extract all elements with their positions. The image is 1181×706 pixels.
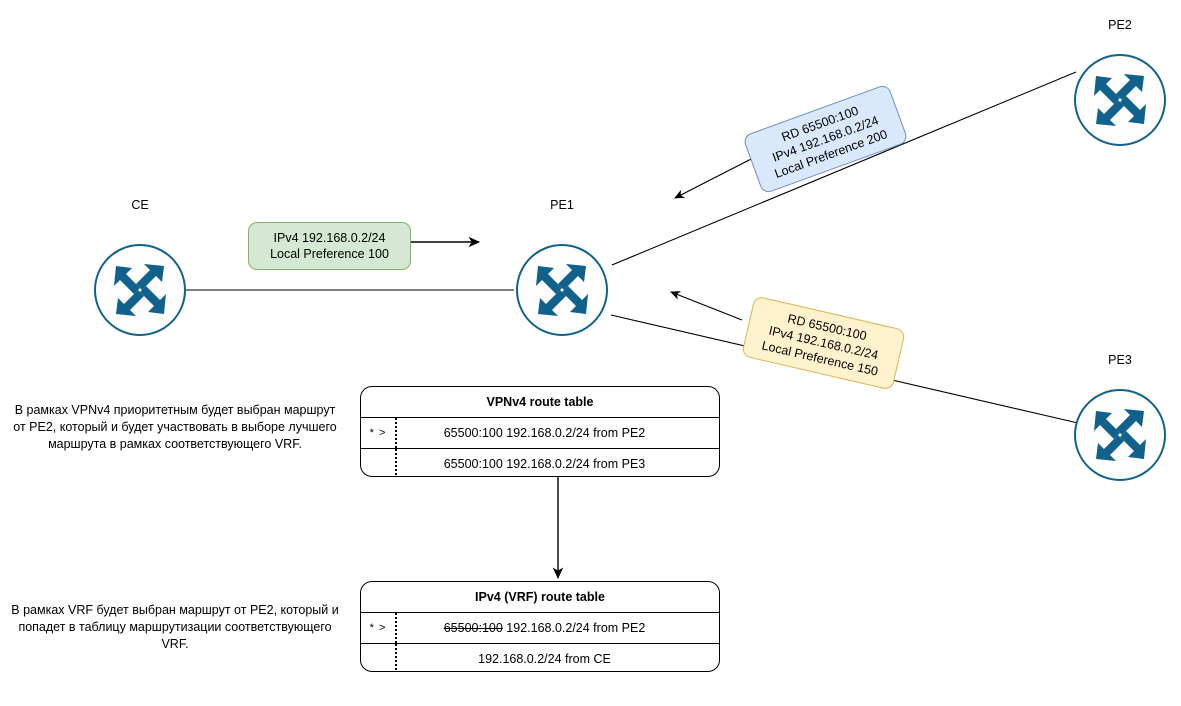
callout-pe3-update: RD 65500:100 IPv4 192.168.0.2/24 Local P…	[741, 295, 906, 391]
vpnv4-route-table: VPNv4 route table * > 65500:100 192.168.…	[360, 386, 720, 477]
column-separator	[395, 613, 398, 643]
node-pe2-label: PE2	[1108, 18, 1132, 32]
route-entry-body: 192.168.0.2/24 from PE2	[506, 621, 646, 635]
node-ce-label: CE	[131, 198, 149, 212]
column-separator	[395, 418, 398, 448]
node-pe1-circle	[516, 244, 608, 336]
node-pe1-label: PE1	[550, 198, 574, 212]
stripped-rd-label: 65500:100	[443, 621, 503, 635]
route-entry-text: 192.168.0.2/24 from CE	[478, 652, 611, 666]
best-route-marker: * >	[369, 427, 387, 439]
edge-pe3-update-arrow	[670, 291, 743, 321]
callout-pe2-update: RD 65500:100 IPv4 192.168.0.2/24 Local P…	[742, 83, 909, 195]
vpnv4-explanation-note: В рамках VPNv4 приоритетным будет выбран…	[13, 403, 337, 451]
route-entry-text: 65500:100 192.168.0.2/24 from PE2	[400, 621, 719, 635]
callout-ce-update: IPv4 192.168.0.2/24 Local Preference 100	[248, 222, 411, 270]
vrf-explanation-note: В рамках VRF будет выбран маршрут от PE2…	[11, 603, 339, 651]
table-row[interactable]: * > 65500:100 192.168.0.2/24 from PE2	[361, 418, 719, 448]
column-separator	[395, 644, 398, 671]
vpnv4-table-title: VPNv4 route table	[361, 387, 719, 418]
table-row[interactable]: 192.168.0.2/24 from CE	[361, 643, 719, 671]
edge-pe2-update-arrow	[674, 155, 758, 199]
table-row[interactable]: 65500:100 192.168.0.2/24 from PE3	[361, 448, 719, 476]
table-row[interactable]: * > 65500:100 192.168.0.2/24 from PE2	[361, 613, 719, 643]
router-icon	[114, 264, 166, 316]
callout-ce-update-line1: IPv4 192.168.0.2/24	[273, 231, 386, 245]
node-pe2-circle	[1074, 54, 1166, 146]
route-entry-text: 65500:100 192.168.0.2/24 from PE3	[443, 457, 646, 471]
column-separator	[395, 449, 398, 476]
vrf-route-table: IPv4 (VRF) route table * > 65500:100 192…	[360, 581, 720, 672]
router-icon	[1094, 74, 1146, 126]
node-pe3-circle	[1074, 389, 1166, 481]
best-route-marker: * >	[369, 622, 387, 634]
router-icon	[536, 264, 588, 316]
route-entry-text: 65500:100 192.168.0.2/24 from PE2	[443, 426, 646, 440]
node-ce-circle	[94, 244, 186, 336]
router-icon	[1094, 409, 1146, 461]
vrf-table-title: IPv4 (VRF) route table	[361, 582, 719, 613]
node-pe3-label: PE3	[1108, 353, 1132, 367]
callout-ce-update-line2: Local Preference 100	[270, 247, 389, 261]
